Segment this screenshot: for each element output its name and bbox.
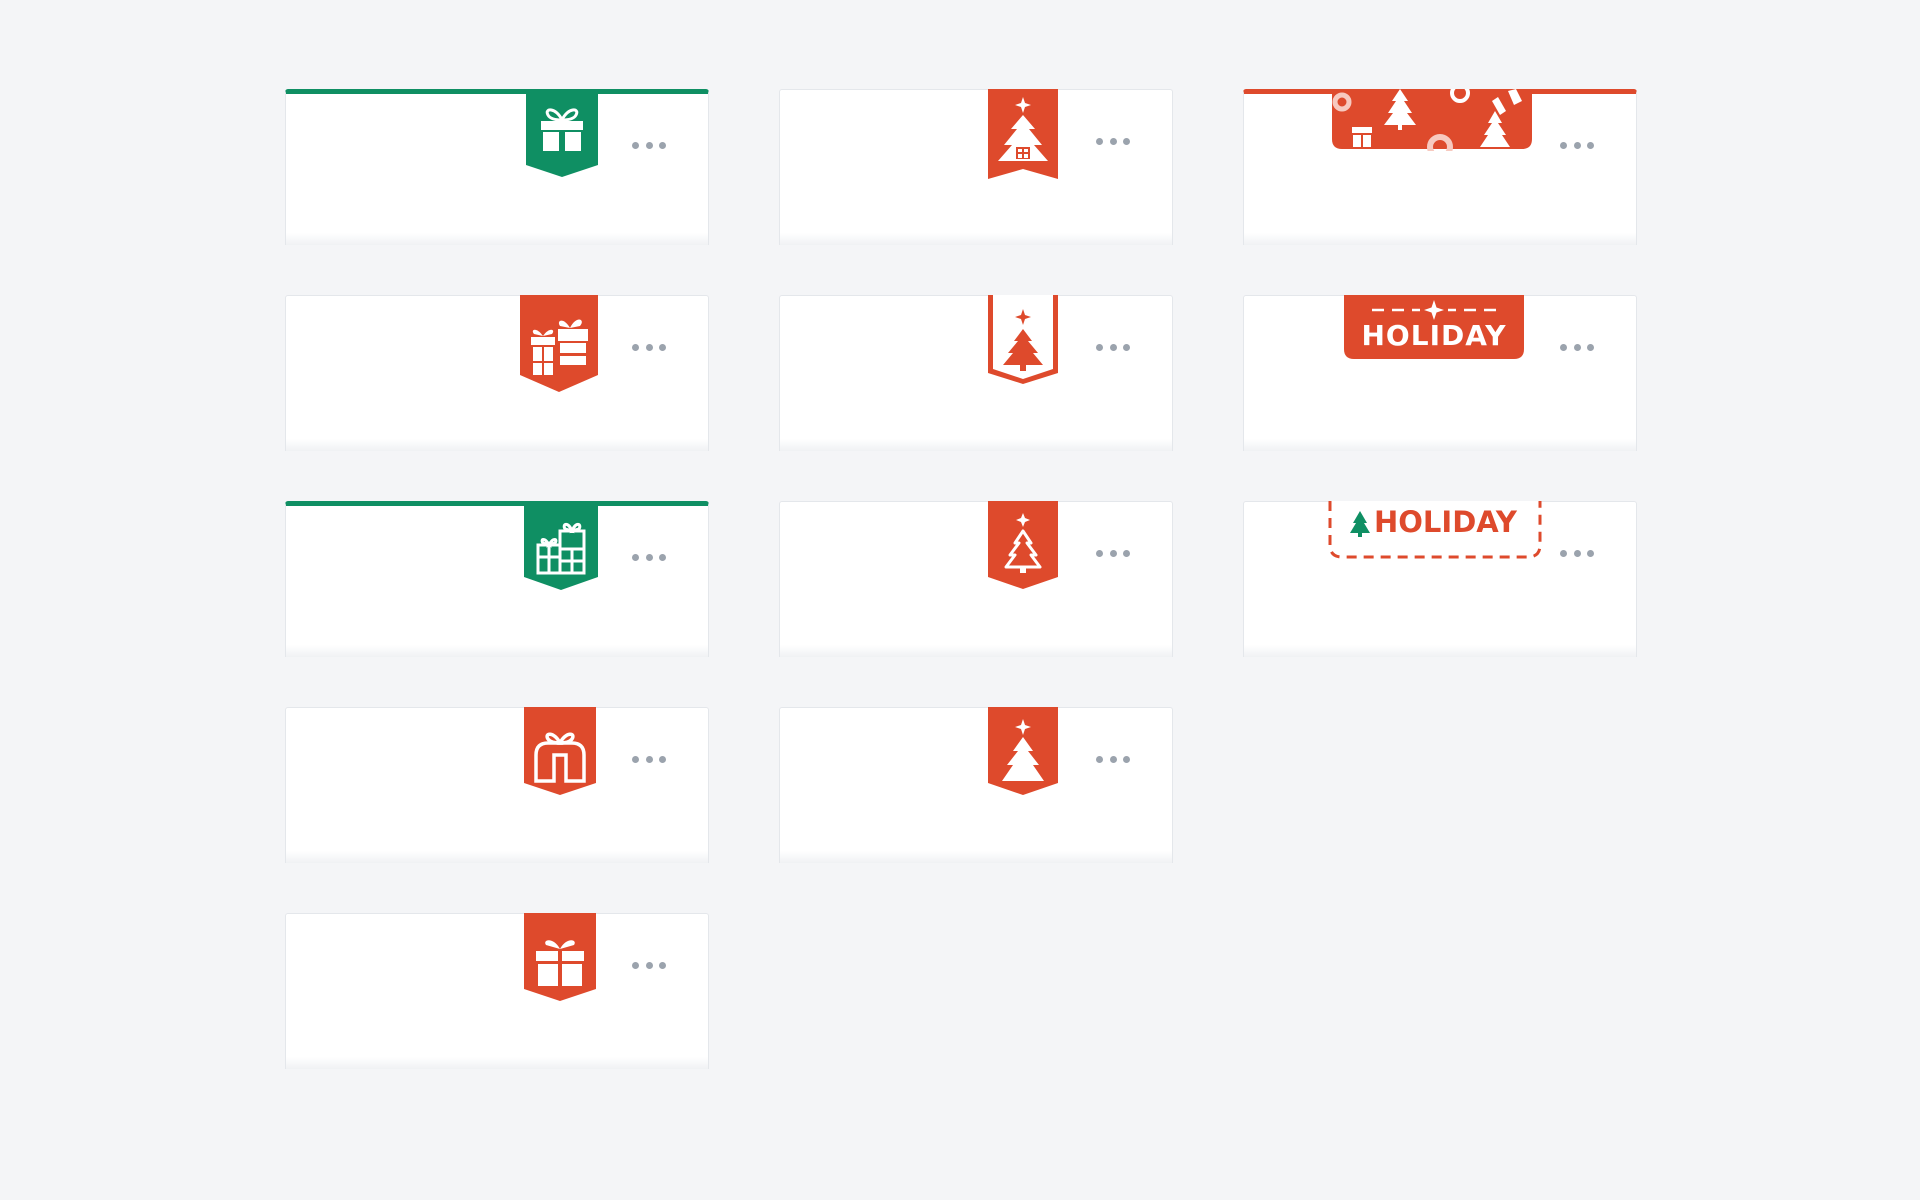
red-gift-ribbon-badge — [524, 913, 596, 1001]
more-options-button[interactable] — [632, 961, 666, 969]
more-options-button[interactable] — [632, 755, 666, 763]
more-horizontal-icon — [632, 553, 639, 561]
holiday-card-11[interactable] — [779, 707, 1173, 863]
holiday-card-1[interactable] — [285, 89, 709, 245]
more-horizontal-icon — [632, 755, 639, 763]
more-horizontal-icon — [632, 961, 639, 969]
more-options-button[interactable] — [1096, 137, 1130, 145]
holiday-card-5[interactable] — [779, 295, 1173, 451]
more-options-button[interactable] — [1096, 343, 1130, 351]
more-horizontal-icon — [1560, 343, 1567, 351]
holiday-label: HOLIDAY — [1361, 319, 1507, 352]
holiday-card-9[interactable]: HOLIDAY — [1243, 501, 1637, 657]
outlined-tree-ribbon-badge — [988, 295, 1058, 385]
more-options-button[interactable] — [632, 343, 666, 351]
gifts-icon — [520, 295, 598, 392]
gifts-outline-icon — [524, 501, 598, 590]
holiday-card-12[interactable] — [285, 913, 709, 1069]
red-tree-ribbon-badge — [988, 89, 1058, 185]
more-options-button[interactable] — [1560, 549, 1594, 557]
gift-outline-icon — [524, 707, 596, 795]
more-horizontal-icon — [1560, 141, 1567, 149]
more-horizontal-icon — [632, 343, 639, 351]
more-horizontal-icon — [1096, 755, 1103, 763]
holiday-label: HOLIDAY — [1374, 505, 1517, 539]
more-options-button[interactable] — [1560, 343, 1594, 351]
christmas-tree-with-gift-icon — [988, 89, 1058, 179]
gift-icon — [524, 913, 596, 1001]
more-options-button[interactable] — [1096, 755, 1130, 763]
christmas-tree-outline-icon — [988, 501, 1058, 589]
red-tree-outline-ribbon-badge — [988, 501, 1058, 589]
red-tree-ribbon-badge — [988, 707, 1058, 795]
red-gifts-ribbon-badge — [520, 295, 598, 393]
more-horizontal-icon — [1560, 549, 1567, 557]
more-options-button[interactable] — [1560, 141, 1594, 149]
more-options-button[interactable] — [1096, 549, 1130, 557]
holiday-card-8[interactable] — [779, 501, 1173, 657]
green-gifts-ribbon-badge — [524, 501, 598, 590]
red-holiday-label-badge: HOLIDAY — [1344, 295, 1524, 361]
red-gift-outline-ribbon-badge — [524, 707, 596, 795]
gift-icon — [526, 89, 598, 177]
holiday-card-6[interactable]: HOLIDAY — [1243, 295, 1637, 451]
christmas-tree-icon — [988, 295, 1058, 384]
dashed-holiday-label-badge: HOLIDAY — [1328, 501, 1542, 559]
more-horizontal-icon — [1096, 137, 1103, 145]
red-pattern-banner-badge — [1332, 89, 1532, 151]
more-horizontal-icon — [1096, 343, 1103, 351]
christmas-tree-icon — [1350, 511, 1370, 537]
holiday-card-3[interactable] — [1243, 89, 1637, 245]
holiday-card-7[interactable] — [285, 501, 709, 657]
holiday-pattern-icon — [1332, 89, 1532, 151]
more-options-button[interactable] — [632, 553, 666, 561]
christmas-tree-icon — [988, 707, 1058, 795]
more-horizontal-icon — [632, 141, 639, 149]
green-gift-ribbon-badge — [526, 89, 598, 177]
sparkle-icon — [1344, 295, 1524, 359]
holiday-card-4[interactable] — [285, 295, 709, 451]
more-options-button[interactable] — [632, 141, 666, 149]
more-horizontal-icon — [1096, 549, 1103, 557]
holiday-card-2[interactable] — [779, 89, 1173, 245]
holiday-card-10[interactable] — [285, 707, 709, 863]
